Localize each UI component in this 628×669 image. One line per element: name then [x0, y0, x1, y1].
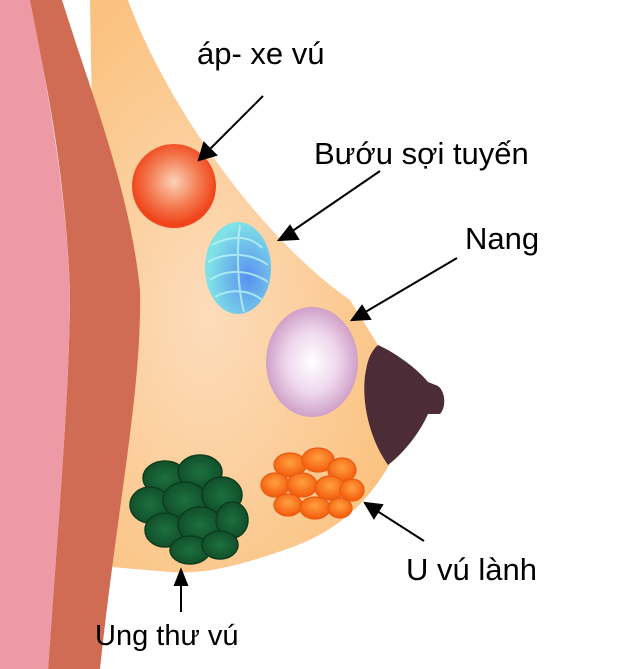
arrow-benign-tumor [363, 501, 425, 542]
label-cyst: Nang [465, 221, 540, 256]
label-cancer: Ung thư vú [95, 620, 239, 652]
label-abscess: áp- xe vú [197, 36, 325, 71]
arrow-cyst [349, 257, 458, 322]
skin-layer [0, 0, 70, 669]
fibroadenoma-lesion [205, 222, 271, 314]
cyst-lesion [266, 307, 358, 417]
label-fibroadenoma: Bướu sợi tuyến [314, 136, 529, 171]
abscess-lesion [132, 144, 216, 228]
label-benign-tumor: U vú lành [406, 552, 537, 587]
cancer-lesion [129, 454, 249, 565]
arrow-fibroadenoma [276, 170, 381, 242]
arrow-cancer [173, 567, 189, 612]
nipple [364, 345, 445, 465]
chest-muscle [28, 0, 141, 669]
benign-tumor-lesion [260, 447, 365, 520]
arrow-abscess [197, 95, 264, 162]
